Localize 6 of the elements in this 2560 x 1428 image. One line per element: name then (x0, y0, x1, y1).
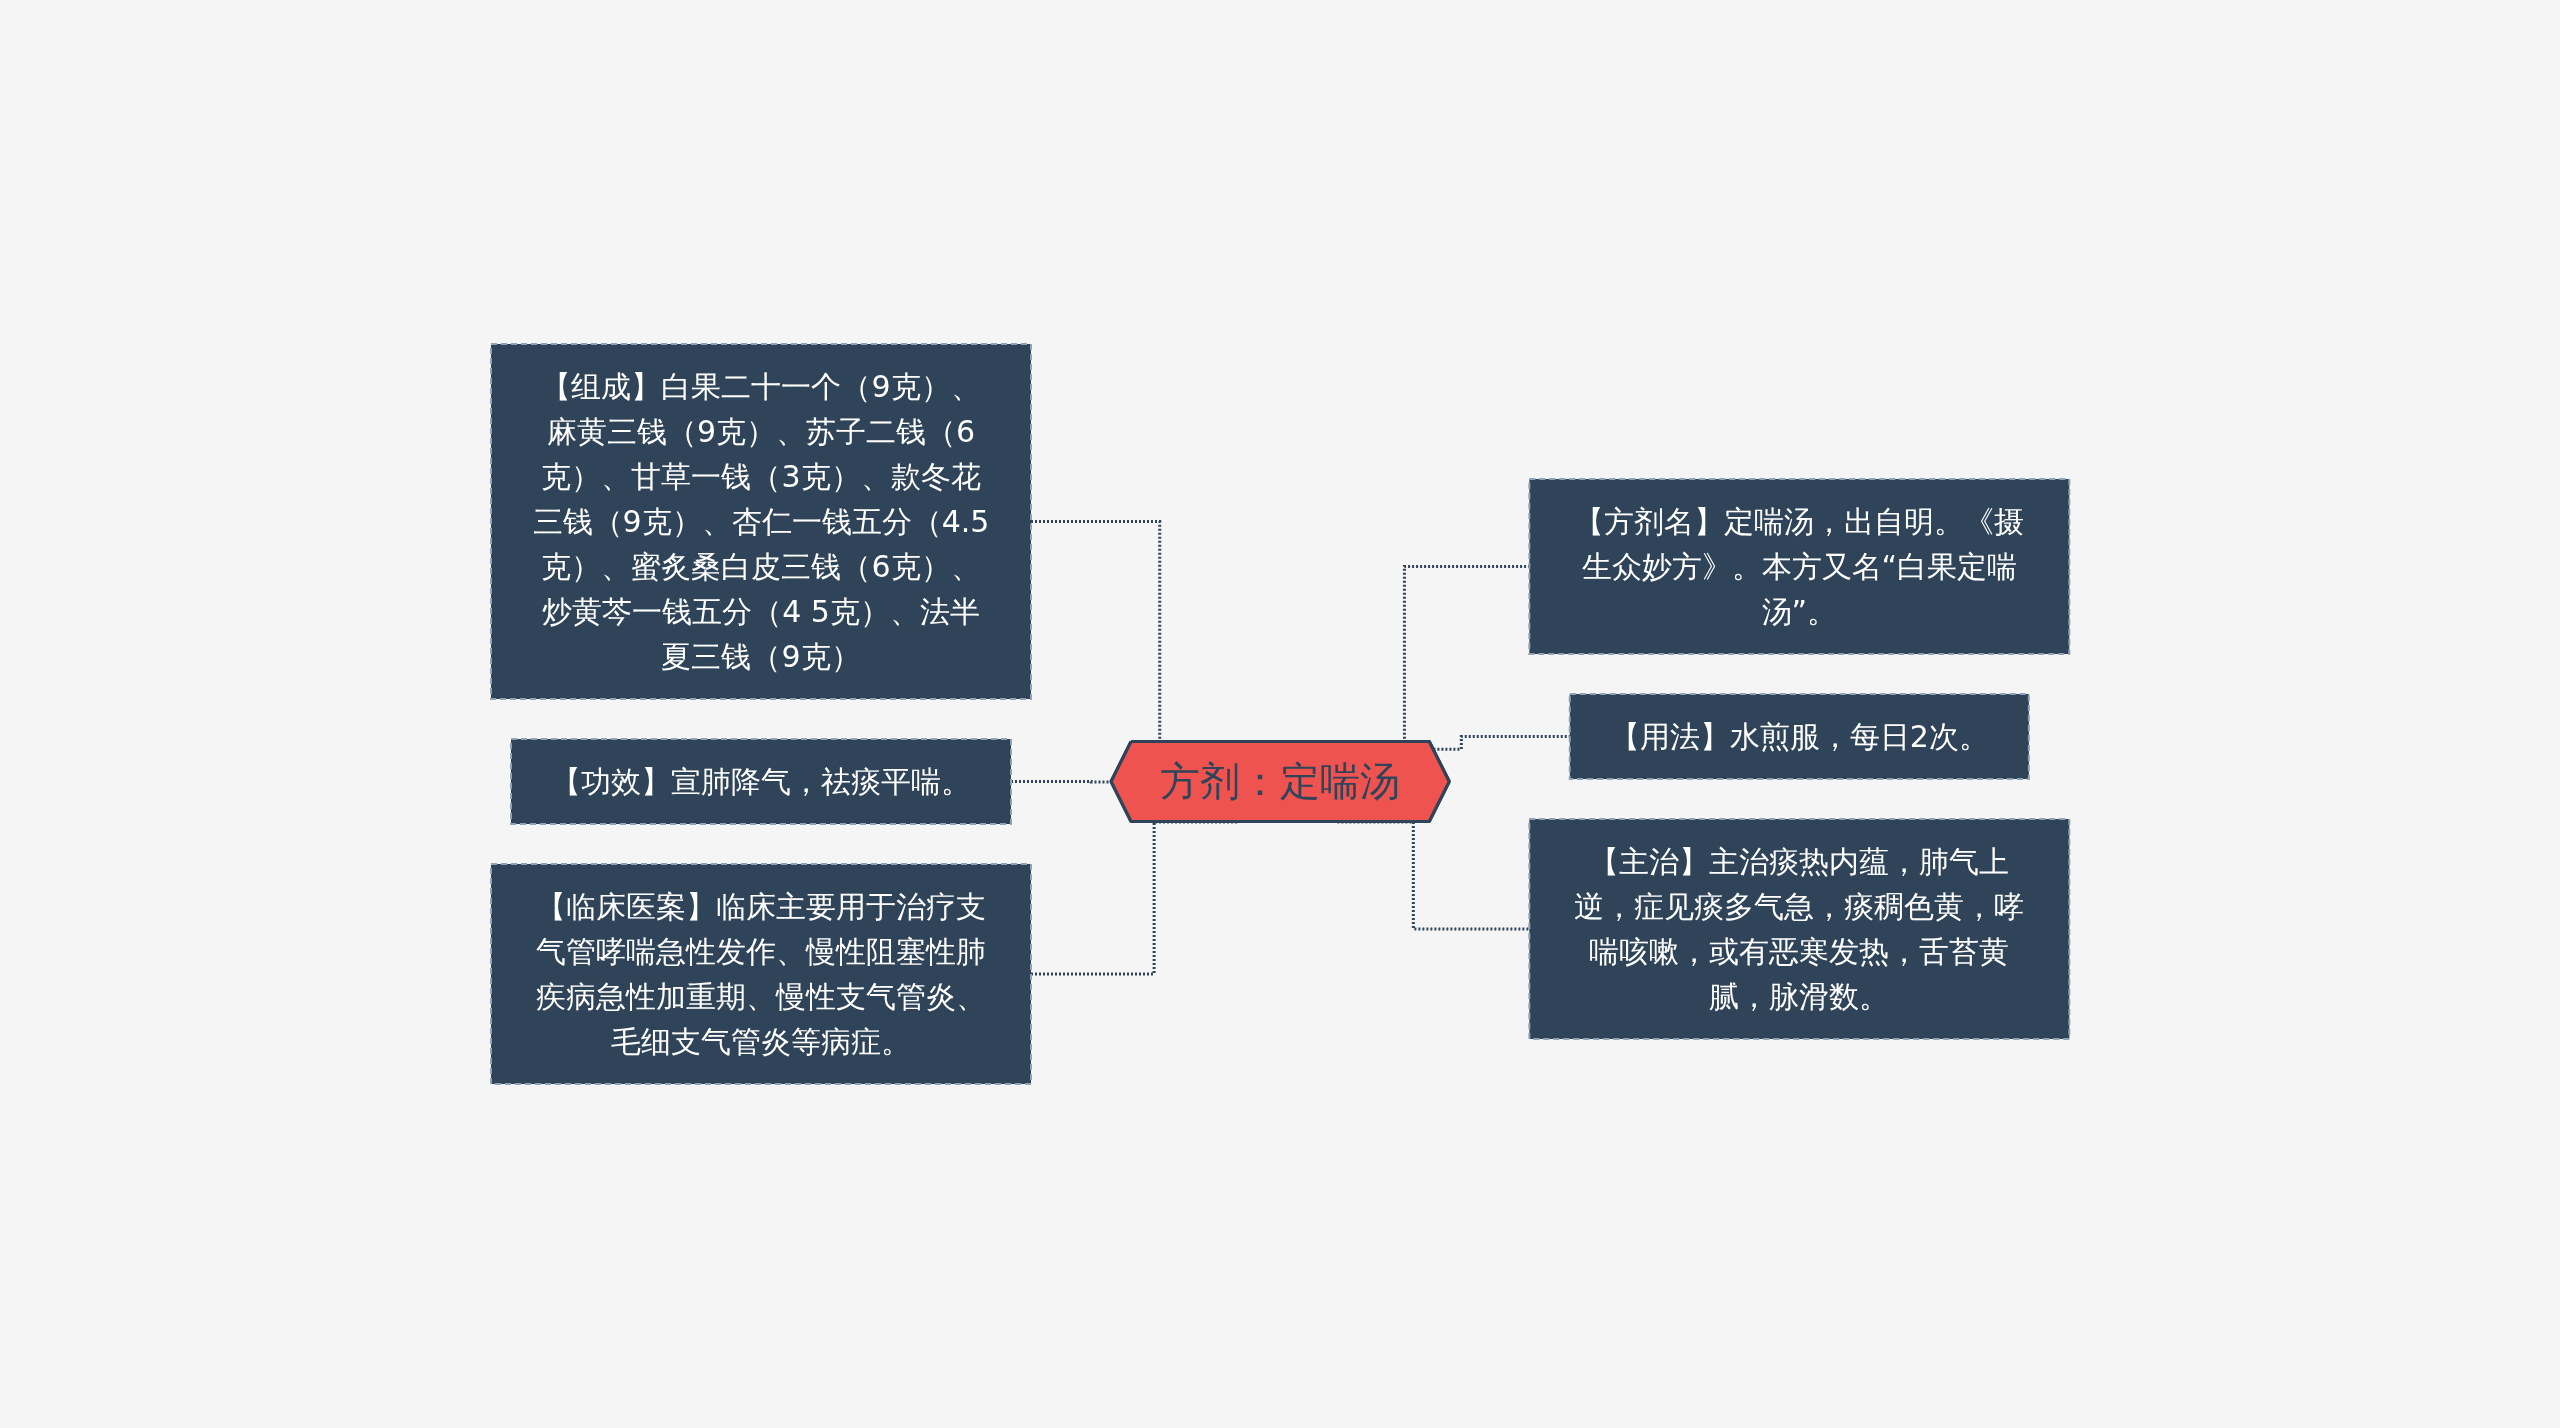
node-box: 【用法】水煎服，每日2次。 (1568, 693, 2030, 780)
node-box: 【组成】白果二十一个（9克）、麻黄三钱（9克）、苏子二钱（6克）、甘草一钱（3克）、款冬花三钱（9克）、杏仁一钱五分（4.5克）、蜜炙桑白皮三钱（6克）、炒黄芩一钱五分（4 5克）、法半夏三钱（9克） (489, 343, 1032, 700)
node-box: 【方剂名】定喘汤，出自明。《摄生众妙方》。本方又名“白果定喘汤”。 (1528, 478, 2071, 655)
node-box: 【功效】宣肺降气，祛痰平喘。 (509, 738, 1012, 825)
node-box: 【临床医案】临床主要用于治疗支气管哮喘急性发作、慢性阻塞性肺疾病急性加重期、慢性支气管炎、毛细支气管炎等病症。 (489, 863, 1032, 1085)
node-box: 【主治】主治痰热内蕴，肺气上逆，症见痰多气急，痰稠色黄，哮喘咳嗽，或有恶寒发热，舌苔黄腻，脉滑数。 (1528, 818, 2071, 1040)
